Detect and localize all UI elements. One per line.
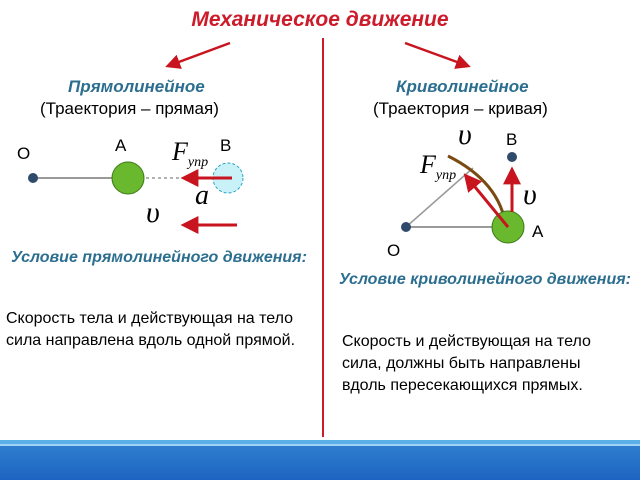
page-title: Механическое движение xyxy=(191,8,449,31)
bottom-band-highlight xyxy=(0,444,640,446)
left-force-sub: упр xyxy=(187,155,209,171)
right-description: Скорость и действующая на тело сила, дол… xyxy=(342,333,591,394)
bottom-band xyxy=(0,440,640,480)
right-force-sub: упр xyxy=(435,168,457,184)
left-force-label: Fупр xyxy=(172,137,209,171)
left-velocity-label: υ xyxy=(146,196,160,229)
left-description: Скорость тела и действующая на тело сила… xyxy=(6,310,296,349)
left-condition: Условие прямолинейного движения: xyxy=(11,249,307,266)
left-heading: Прямолинейное xyxy=(68,77,205,96)
right-force-label: Fупр xyxy=(420,150,457,184)
left-pivot-o xyxy=(28,173,38,183)
left-label-o: О xyxy=(17,144,31,163)
right-velocity-top-label: υ xyxy=(458,118,472,151)
right-velocity-right-label: υ xyxy=(523,178,537,211)
right-label-o: О xyxy=(387,241,401,260)
branch-arrow-right xyxy=(404,41,471,69)
left-label-a: А xyxy=(115,136,127,155)
left-ball-a xyxy=(111,161,145,195)
right-condition: Условие криволинейного движения: xyxy=(339,271,631,288)
left-accel-label: a xyxy=(195,180,209,211)
right-label-a: А xyxy=(532,222,544,241)
left-label-b: В xyxy=(220,136,232,155)
right-force-arrow xyxy=(463,173,510,228)
right-pivot-o xyxy=(401,222,411,232)
branch-arrow-left xyxy=(165,41,231,69)
right-rod-diagonal xyxy=(405,167,474,228)
right-subheading: (Траектория – кривая) xyxy=(373,99,548,118)
right-point-b xyxy=(507,152,517,162)
right-heading: Криволинейное xyxy=(396,77,529,96)
right-label-b: В xyxy=(506,130,518,149)
left-subheading: (Траектория – прямая) xyxy=(40,99,219,118)
